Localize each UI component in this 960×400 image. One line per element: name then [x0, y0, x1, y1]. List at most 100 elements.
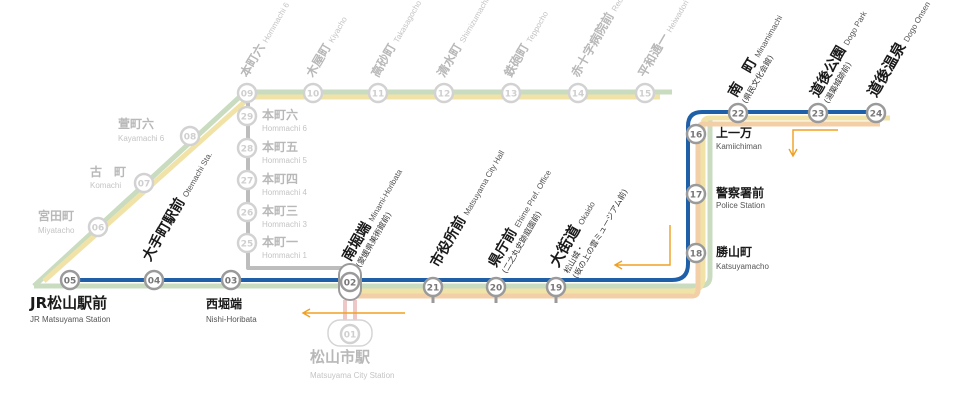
station-label-06: 宮田町 Miyatacho: [38, 208, 75, 235]
station-name-jp: 市役所前: [427, 213, 470, 270]
station-markers: 05 04 03 02 21 20 19 18 17 16 22 23 24 06 07 08 09 10 11 12…: [59, 82, 887, 347]
station-20[interactable]: 20: [485, 276, 507, 303]
station-name-en: Teppocho: [525, 9, 550, 44]
station-number: 08: [184, 133, 197, 143]
station-19[interactable]: 19: [545, 276, 567, 303]
station-name-jp: 萱町六: [118, 116, 154, 131]
station-24[interactable]: 24: [865, 102, 887, 124]
station-28[interactable]: 28: [236, 137, 258, 159]
orange-line-east: [350, 121, 880, 299]
station-label-27: 本町四 Hommachi 4: [262, 171, 307, 197]
station-06[interactable]: 06: [87, 216, 109, 238]
station-name-jp: JR松山駅前: [29, 294, 107, 312]
station-number: 07: [138, 180, 151, 190]
station-15[interactable]: 15: [634, 82, 656, 104]
station-name-en: Red Cross Hospital: [610, 0, 652, 13]
station-16[interactable]: 16: [685, 123, 707, 145]
station-28-circle: [236, 137, 258, 159]
station-27[interactable]: 27: [236, 169, 258, 191]
station-name-en: Shimizumachi: [458, 0, 491, 44]
station-22[interactable]: 22: [727, 102, 749, 124]
station-number: 22: [732, 110, 745, 120]
station-04[interactable]: 04: [143, 269, 165, 291]
station-11[interactable]: 11: [367, 82, 389, 104]
station-name-en: Matsuyama City Station: [310, 371, 394, 380]
station-name-en: Hommachi 1: [262, 251, 307, 260]
station-name-en: Dogo Park: [842, 9, 869, 47]
station-13-circle: [500, 82, 522, 104]
station-name-en: Hommachi 5: [262, 156, 307, 165]
station-21-circle: [422, 276, 444, 298]
station-07[interactable]: 07: [133, 172, 155, 194]
station-03-circle: [220, 269, 242, 291]
station-26[interactable]: 26: [236, 201, 258, 223]
station-17[interactable]: 17: [685, 183, 707, 205]
station-10[interactable]: 10: [302, 82, 324, 104]
station-23[interactable]: 23: [807, 102, 829, 124]
station-18[interactable]: 18: [685, 242, 707, 264]
station-number: 11: [372, 90, 385, 100]
station-24-circle: [865, 102, 887, 124]
station-name-en: Matsuyama City Hall: [462, 149, 507, 217]
station-10-circle: [302, 82, 324, 104]
station-19-circle: [545, 276, 567, 298]
station-name-jp: 本町四: [262, 171, 298, 186]
station-name-en: JR Matsuyama Station: [30, 315, 110, 324]
station-name-en: Hommachi 6: [262, 124, 307, 133]
station-15-circle: [634, 82, 656, 104]
station-number: 16: [690, 131, 703, 141]
station-02[interactable]: 02: [338, 263, 362, 301]
station-02-circle: [339, 271, 361, 293]
station-number: 12: [438, 90, 451, 100]
station-18-circle: [685, 242, 707, 264]
station-05[interactable]: 05: [59, 269, 81, 291]
station-05-circle: [59, 269, 81, 291]
station-name-en: Heiwadori 1: [665, 0, 694, 34]
station-name-en: Katsuyamacho: [716, 262, 769, 271]
station-08[interactable]: 08: [179, 125, 201, 147]
station-17-circle: [685, 183, 707, 205]
station-03[interactable]: 03: [220, 269, 242, 291]
station-21[interactable]: 21: [422, 276, 444, 303]
station-label-18: 勝山町 Katsuyamacho: [716, 244, 769, 271]
station-number: 15: [639, 90, 652, 100]
station-number: 10: [307, 90, 320, 100]
station-number: 28: [241, 145, 254, 155]
station-14[interactable]: 14: [567, 82, 589, 104]
station-01[interactable]: 01: [327, 319, 373, 347]
green-line-south: [34, 120, 713, 289]
arrow-okaido: [613, 225, 671, 270]
station-12[interactable]: 12: [433, 82, 455, 104]
station-25-circle: [236, 232, 258, 254]
station-26-circle: [236, 201, 258, 223]
station-13[interactable]: 13: [500, 82, 522, 104]
station-name-en: Hommachi 4: [262, 188, 307, 197]
station-name-jp: 勝山町: [716, 244, 752, 259]
station-29-circle: [236, 105, 258, 127]
station-name-en: Minamimachi: [753, 14, 784, 60]
station-name-en: Komachi: [90, 181, 121, 190]
station-name-en: Miyatacho: [38, 226, 75, 235]
station-09[interactable]: 09: [236, 82, 258, 104]
station-04-circle: [143, 269, 165, 291]
station-name-jp: 清水町: [434, 41, 465, 80]
station-25[interactable]: 25: [236, 232, 258, 254]
station-number: 06: [92, 224, 105, 234]
station-name-jp: 宮田町: [38, 208, 74, 223]
station-29[interactable]: 29: [236, 105, 258, 127]
station-number: 20: [490, 284, 503, 294]
